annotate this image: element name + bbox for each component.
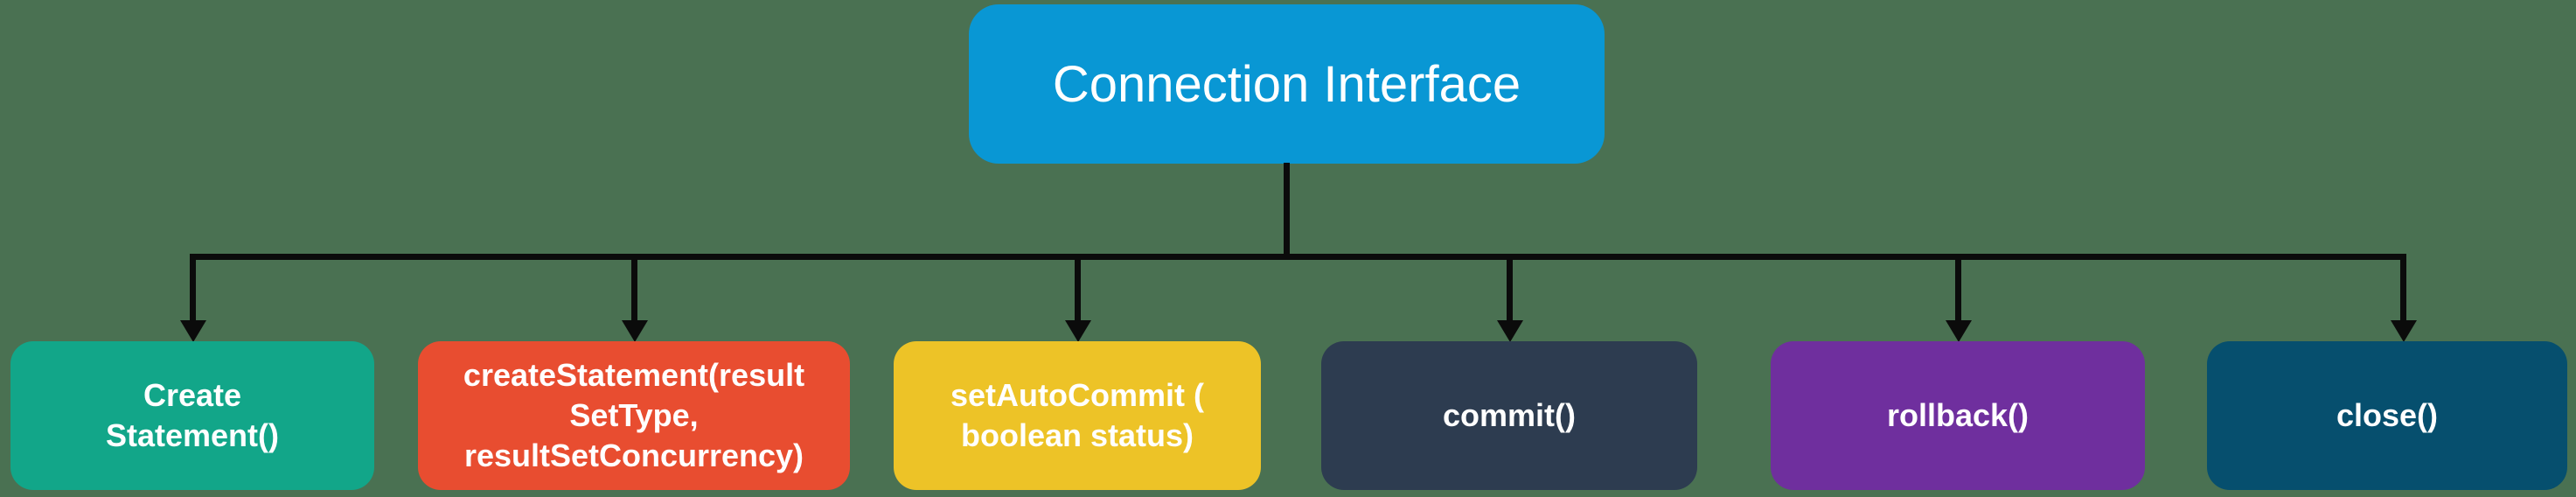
connector-stem-line xyxy=(1284,163,1290,257)
node-label: Create Statement() xyxy=(105,376,280,453)
connector-arrow-6-line xyxy=(2400,257,2406,322)
arrow-down-head-4-icon xyxy=(1497,320,1523,342)
node-rollback: rollback() xyxy=(1771,341,2145,490)
node-label: Connection Interface xyxy=(1052,55,1521,113)
connector-arrow-5-line xyxy=(1955,257,1961,322)
arrow-down-head-5-icon xyxy=(1946,320,1972,342)
node-label: rollback() xyxy=(1886,396,2029,433)
connector-arrow-4-line xyxy=(1507,257,1513,322)
node-close: close() xyxy=(2207,341,2567,490)
node-create-statement-params: createStatement(result SetType, resultSe… xyxy=(418,341,850,490)
arrow-down-head-1-icon xyxy=(180,320,206,342)
connector-arrow-2-line xyxy=(631,257,637,322)
connector-arrow-1-line xyxy=(190,257,196,322)
node-set-auto-commit: setAutoCommit ( boolean status) xyxy=(894,341,1261,490)
arrow-down-head-6-icon xyxy=(2391,320,2417,342)
arrow-down-head-3-icon xyxy=(1065,320,1091,342)
node-label: setAutoCommit ( boolean status) xyxy=(950,376,1204,453)
connector-arrow-3-line xyxy=(1075,257,1081,322)
node-label: commit() xyxy=(1443,396,1576,433)
connector-horizontal-line xyxy=(190,254,2406,260)
node-commit: commit() xyxy=(1321,341,1697,490)
arrow-down-head-2-icon xyxy=(622,320,648,342)
node-connection-interface: Connection Interface xyxy=(969,4,1605,164)
node-label: createStatement(result SetType, resultSe… xyxy=(463,356,805,474)
node-create-statement: Create Statement() xyxy=(10,341,374,490)
node-label: close() xyxy=(2336,396,2439,433)
